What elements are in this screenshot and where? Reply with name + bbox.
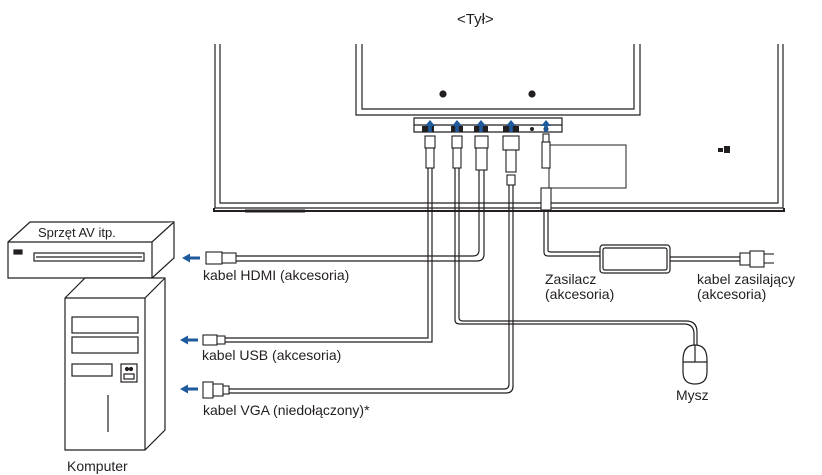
usb-cable-label: kabel USB (akcesoria) (202, 347, 342, 363)
mouse-icon (682, 344, 708, 385)
mouse-label: Mysz (676, 387, 709, 403)
screw-hole-left-icon (439, 90, 447, 98)
computer-label: Komputer (67, 458, 128, 474)
power-plug-icon (739, 250, 774, 268)
power-cord-label: kabel zasilający (akcesoria) (697, 272, 795, 302)
page-title: <Tył> (457, 11, 494, 28)
vga-cable-label: kabel VGA (niedołączony)* (203, 402, 370, 418)
adapter-label-line2: (akcesoria) (545, 286, 615, 302)
monitor-back (213, 44, 785, 213)
screw-hole-right-icon (528, 90, 536, 98)
cable-ends (202, 251, 237, 399)
cables (222, 168, 760, 394)
power-cord-label-line2: (akcesoria) (697, 286, 767, 302)
av-equipment (7, 221, 175, 279)
adapter-label: Zasilacz (akcesoria) (545, 272, 614, 302)
power-adapter (599, 244, 671, 274)
cable-plugs (424, 133, 552, 211)
hdmi-cable-label: kabel HDMI (akcesoria) (203, 267, 350, 283)
av-equipment-label: Sprzęt AV itp. (38, 225, 116, 240)
power-cord-label-line1: kabel zasilający (697, 271, 796, 287)
computer-tower (64, 277, 166, 451)
adapter-label-line1: Zasilacz (545, 271, 597, 287)
kensington-lock-icon (724, 146, 730, 153)
device-arrows (180, 253, 200, 394)
